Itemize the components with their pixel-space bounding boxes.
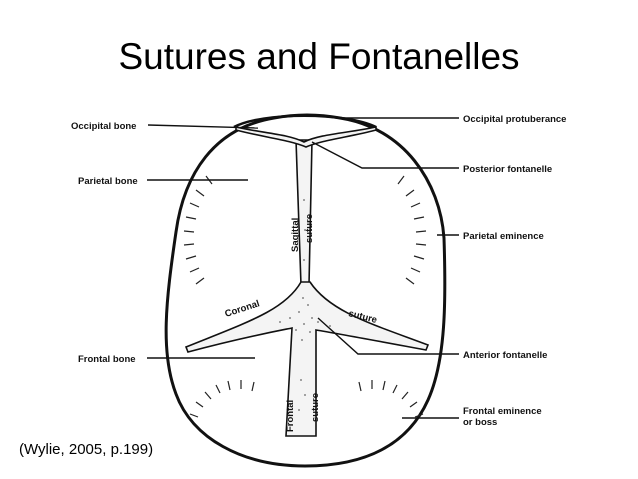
occipital-bone-region [233, 114, 377, 129]
label-anterior-fontanelle: Anterior fontanelle [463, 350, 547, 361]
label-parietal-bone: Parietal bone [78, 176, 138, 187]
citation: (Wylie, 2005, p.199) [19, 441, 154, 458]
label-occipital-bone: Occipital bone [71, 121, 136, 132]
lambdoid-suture [235, 125, 377, 148]
frontal-eminence-right-hatch [358, 380, 424, 418]
leader-anterior-fontanelle [317, 317, 459, 355]
frontal-eminence-left-hatch [189, 380, 255, 418]
label-posterior-fontanelle: Posterior fontanelle [463, 164, 552, 175]
label-frontal-bone: Frontal bone [78, 354, 136, 365]
label-frontal-suture: suture [310, 393, 321, 422]
leader-posterior-fontanelle [311, 141, 459, 169]
label-parietal-eminence: Parietal eminence [463, 231, 544, 242]
slide-title: Sutures and Fontanelles [118, 36, 520, 77]
label-sagittal-suture: suture [304, 214, 315, 243]
label-occipital-protuberance: Occipital protuberance [463, 114, 566, 125]
anterior-fontanelle-area [184, 281, 430, 437]
label-frontal-eminence-boss: or boss [463, 417, 497, 428]
label-frontal-eminence: Frontal eminence [463, 406, 542, 417]
parietal-eminence-right-hatch [397, 175, 427, 285]
label-frontal: Frontal [285, 400, 296, 432]
label-sagittal: Sagittal [290, 218, 301, 252]
fontanelle-stipple [279, 199, 331, 411]
leader-occipital-bone [147, 124, 259, 129]
